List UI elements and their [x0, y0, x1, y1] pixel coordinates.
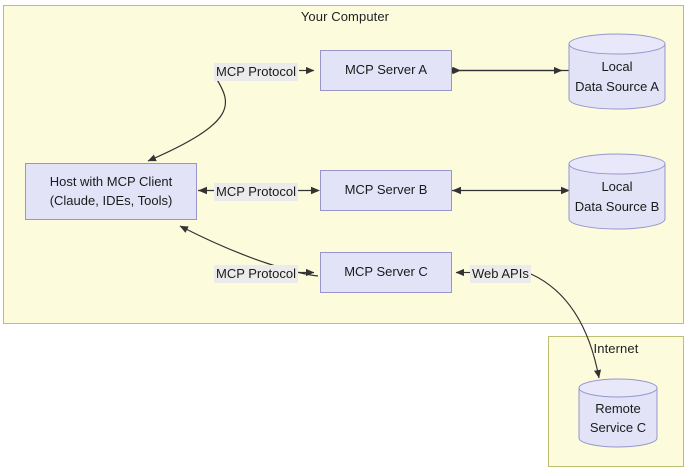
node-host-line1: Host with MCP Client	[49, 173, 173, 189]
node-mcp-server-b-label: MCP Server B	[344, 182, 428, 198]
edge-host-to-server-c	[179, 225, 319, 277]
node-local-data-source-a[interactable]: Local Data Source A	[568, 33, 666, 110]
cylinder-shape-remote-c	[578, 378, 658, 448]
edge-label-mcp-protocol-c: MCP Protocol	[214, 265, 298, 283]
node-host-with-mcp-client[interactable]: Host with MCP Client (Claude, IDEs, Tool…	[25, 163, 197, 220]
node-remote-service-c-line1: Remote	[595, 400, 641, 416]
node-mcp-server-c[interactable]: MCP Server C	[320, 252, 452, 293]
edge-label-mcp-protocol-a: MCP Protocol	[214, 63, 298, 81]
node-mcp-server-a[interactable]: MCP Server A	[320, 50, 452, 91]
node-host-line2: (Claude, IDEs, Tools)	[49, 192, 173, 208]
edge-label-web-apis: Web APIs	[470, 265, 531, 283]
node-mcp-server-c-label: MCP Server C	[344, 264, 428, 280]
node-mcp-server-a-label: MCP Server A	[344, 62, 428, 78]
node-remote-service-c[interactable]: Remote Service C	[578, 378, 658, 448]
node-local-data-source-b-line1: Local	[601, 179, 633, 194]
node-local-data-source-b[interactable]: Local Data Source B	[568, 153, 666, 230]
cylinder-shape-a	[568, 33, 666, 110]
group-your-computer-title: Your Computer	[300, 9, 390, 24]
node-local-data-source-a-line2: Data Source A	[575, 78, 659, 94]
edge-label-mcp-protocol-b: MCP Protocol	[214, 183, 298, 201]
node-mcp-server-b[interactable]: MCP Server B	[320, 170, 452, 211]
edge-server-b-to-datasource-b	[452, 186, 570, 195]
node-remote-service-c-line2: Service C	[589, 420, 647, 435]
node-local-data-source-b-line2: Data Source B	[574, 198, 660, 214]
node-local-data-source-a-line1: Local	[601, 59, 633, 74]
group-internet-title: Internet	[593, 341, 639, 356]
edge-server-a-to-datasource-a	[450, 66, 570, 75]
cylinder-shape-b	[568, 153, 666, 230]
edge-server-c-to-remote	[455, 268, 602, 379]
edge-host-to-server-a	[147, 66, 315, 162]
